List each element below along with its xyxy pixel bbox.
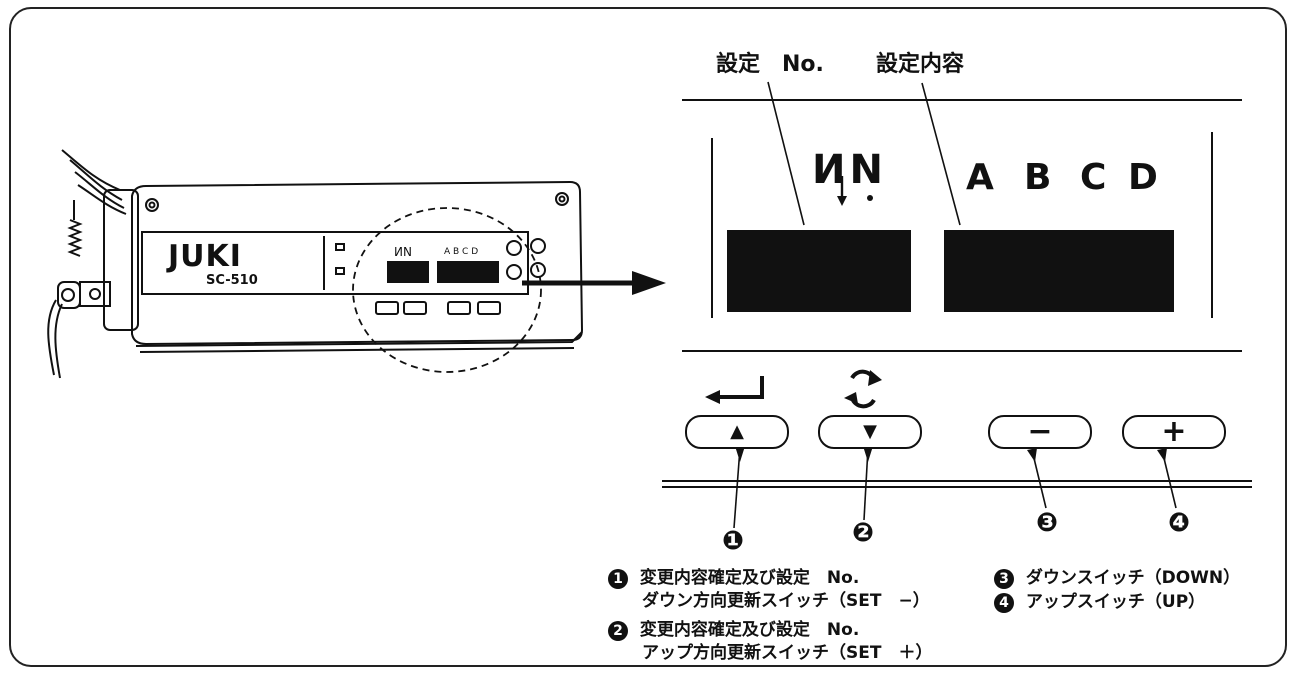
display-letter-a: A xyxy=(966,157,994,198)
juki-logo: JUKI xyxy=(168,239,242,274)
return-arrow-icon xyxy=(705,376,764,404)
set-content-label: 設定内容 xyxy=(876,52,965,77)
down-triangle-icon: ▼ xyxy=(863,421,877,442)
legend-num-2: 2 xyxy=(608,621,628,641)
legend-num-4: 4 xyxy=(994,593,1014,613)
set-down-button[interactable]: ▲ xyxy=(685,415,789,449)
legend-num-3: 3 xyxy=(994,569,1014,589)
minus-icon: − xyxy=(1027,414,1053,449)
display-letter-c: C xyxy=(1080,157,1107,198)
controller-illustration xyxy=(47,149,584,379)
figure-frame xyxy=(9,7,1287,667)
set-no-label: 設定 No. xyxy=(716,52,824,77)
plus-icon: + xyxy=(1161,414,1187,449)
legend-item-2-line-1: 2 変更内容確定及び設定 No. xyxy=(608,621,859,641)
callout-4: ❹ xyxy=(1168,508,1191,538)
callout-3: ❸ xyxy=(1036,508,1059,538)
legend-item-3: 3 ダウンスイッチ（DOWN） xyxy=(994,569,1240,589)
mini-set-no-letters: ИN xyxy=(394,245,412,259)
up-triangle-icon: ▲ xyxy=(730,421,744,442)
callout-leaders xyxy=(733,446,1177,529)
display-letter-d: D xyxy=(1128,157,1158,198)
down-button[interactable]: − xyxy=(988,415,1092,449)
callout-1: ❶ xyxy=(722,526,745,556)
set-up-button[interactable]: ▼ xyxy=(818,415,922,449)
legend-num-1: 1 xyxy=(608,569,628,589)
set-content-display xyxy=(944,230,1174,312)
mini-set-content-letters: A B C D xyxy=(444,247,479,257)
display-letter-b: B xyxy=(1024,157,1052,198)
callout-2: ❷ xyxy=(852,518,875,548)
display-set-no-letters: ИN xyxy=(812,147,887,193)
zoom-arrow-head xyxy=(632,271,666,295)
up-button[interactable]: + xyxy=(1122,415,1226,449)
model-label: SC-510 xyxy=(206,273,258,288)
cycle-arrows-icon xyxy=(844,369,882,409)
legend-item-1-line-1: 1 変更内容確定及び設定 No. xyxy=(608,569,859,589)
set-no-display xyxy=(727,230,911,312)
legend-item-4: 4 アップスイッチ（UP） xyxy=(994,593,1205,613)
enlarged-panel xyxy=(662,81,1252,488)
legend-item-2-line-2: アップ方向更新スイッチ（SET ＋） xyxy=(642,643,933,663)
legend-item-1-line-2: ダウン方向更新スイッチ（SET −） xyxy=(642,591,930,611)
